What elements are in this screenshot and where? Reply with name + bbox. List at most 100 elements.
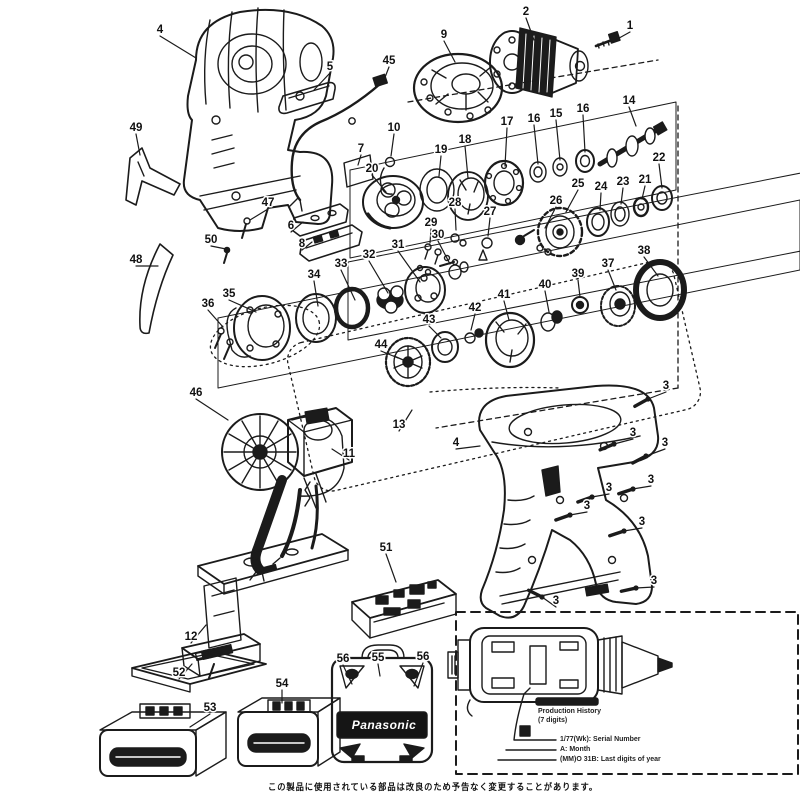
leader-line-28 (454, 208, 457, 231)
part-56-corner-left (339, 665, 365, 689)
inset-annotation-serial: 1/77(Wk): Serial Number (560, 736, 641, 743)
part-label-30: 30 (432, 229, 445, 241)
part-34-ring (295, 293, 337, 343)
part-52-lid (131, 649, 267, 693)
part-label-38: 38 (638, 245, 651, 257)
leader-line-5 (313, 72, 331, 91)
part-2-chuck (489, 27, 589, 98)
part-label-27: 27 (484, 206, 497, 218)
part-label-1: 1 (627, 20, 634, 32)
part-56-corner-right (399, 665, 425, 689)
part-22-ring (651, 185, 673, 211)
part-43-washer (431, 331, 459, 363)
leader-line-3 (647, 391, 667, 400)
part-label-32: 32 (363, 249, 376, 261)
inset-annotation-digits: (7 digits) (538, 717, 568, 724)
part-47-screw (241, 217, 251, 239)
leader-line-16 (533, 124, 539, 165)
leader-line-20 (371, 174, 387, 193)
leader-line-32 (368, 260, 389, 294)
inset-annotation-production-history: Production History (538, 708, 602, 715)
leader-line-36 (207, 309, 224, 328)
leader-line-27 (487, 217, 491, 237)
part-12-base-plate (181, 533, 349, 679)
part-51-pcb (351, 579, 457, 639)
part-24-gear (586, 207, 610, 237)
leader-line-29 (429, 228, 432, 244)
part-20-ring-gear (362, 175, 424, 230)
part-label-2: 2 (523, 6, 529, 18)
part-38-thick-ring (633, 259, 687, 321)
part-label-33: 33 (335, 258, 348, 270)
leader-line-42 (470, 313, 476, 331)
part-label-48: 48 (130, 254, 143, 266)
part-label-26: 26 (550, 195, 563, 207)
leader-line-46 (195, 398, 229, 421)
part-label-3: 3 (553, 595, 559, 607)
part-19-ring (419, 168, 455, 212)
part-label-17: 17 (501, 116, 514, 128)
part-label-39: 39 (572, 268, 585, 280)
part-label-43: 43 (423, 314, 436, 326)
leader-line-3 (623, 527, 643, 532)
part-31-carrier (404, 266, 446, 314)
part-9-clutch-cage (412, 52, 504, 124)
part-21-washer (632, 196, 650, 218)
leader-line-31 (397, 250, 421, 283)
inset-box (447, 611, 799, 775)
part-5-plate (278, 81, 336, 115)
screw-head (630, 486, 636, 492)
part-label-4: 4 (453, 437, 460, 449)
leader-line-13 (398, 409, 413, 432)
leader-line-3 (635, 586, 655, 589)
leader-line-22 (658, 163, 663, 189)
leader-line-8 (301, 241, 313, 251)
part-53-battery (99, 703, 227, 777)
leader-line-35 (228, 299, 257, 313)
leader-line-7 (357, 154, 362, 166)
part-label-51: 51 (380, 542, 393, 554)
dashed-boundary (407, 59, 679, 429)
part-41-ring-gear (484, 311, 536, 369)
inset-annotation-month: A: Month (560, 746, 591, 753)
leader-line-25 (565, 189, 579, 213)
leader-line-16 (582, 114, 586, 153)
part-label-53: 53 (204, 702, 217, 714)
part-label-3: 3 (584, 500, 590, 512)
screw-head (539, 594, 545, 600)
part-label-3: 3 (648, 474, 654, 486)
part-label-12: 12 (185, 631, 198, 643)
part-label-3: 3 (663, 380, 669, 392)
screw-head (589, 494, 595, 500)
tier-boxes (217, 101, 800, 389)
part-label-25: 25 (572, 178, 585, 190)
part-label-22: 22 (653, 152, 666, 164)
leader-line-10 (390, 133, 395, 157)
part-6-plate (291, 203, 349, 237)
leader-line-3 (591, 493, 610, 498)
inset-drill-top-view (447, 627, 673, 717)
part-48-strip (139, 243, 174, 335)
leader-line-15 (555, 119, 561, 161)
part-label-3: 3 (651, 575, 657, 587)
part-54-battery (237, 697, 341, 767)
part-49-lever (125, 147, 181, 206)
part-4-right-housing (478, 384, 660, 619)
leader-line-2 (525, 17, 535, 41)
leader-line-34 (313, 280, 319, 307)
part-label-35: 35 (223, 288, 236, 300)
part-label-50: 50 (205, 234, 218, 246)
part-44-gear-plate (384, 336, 432, 388)
leader-line-26 (544, 206, 557, 229)
part-37-carrier-gear (600, 285, 636, 327)
part-23-ring (610, 201, 630, 227)
part-label-24: 24 (595, 181, 608, 193)
part-label-14: 14 (623, 95, 636, 107)
part-42-washers (464, 328, 484, 344)
leader-line-3 (645, 448, 666, 457)
leader-line-38 (643, 256, 659, 277)
part-26-pin-gear (514, 229, 552, 256)
leader-line-56 (342, 664, 353, 685)
